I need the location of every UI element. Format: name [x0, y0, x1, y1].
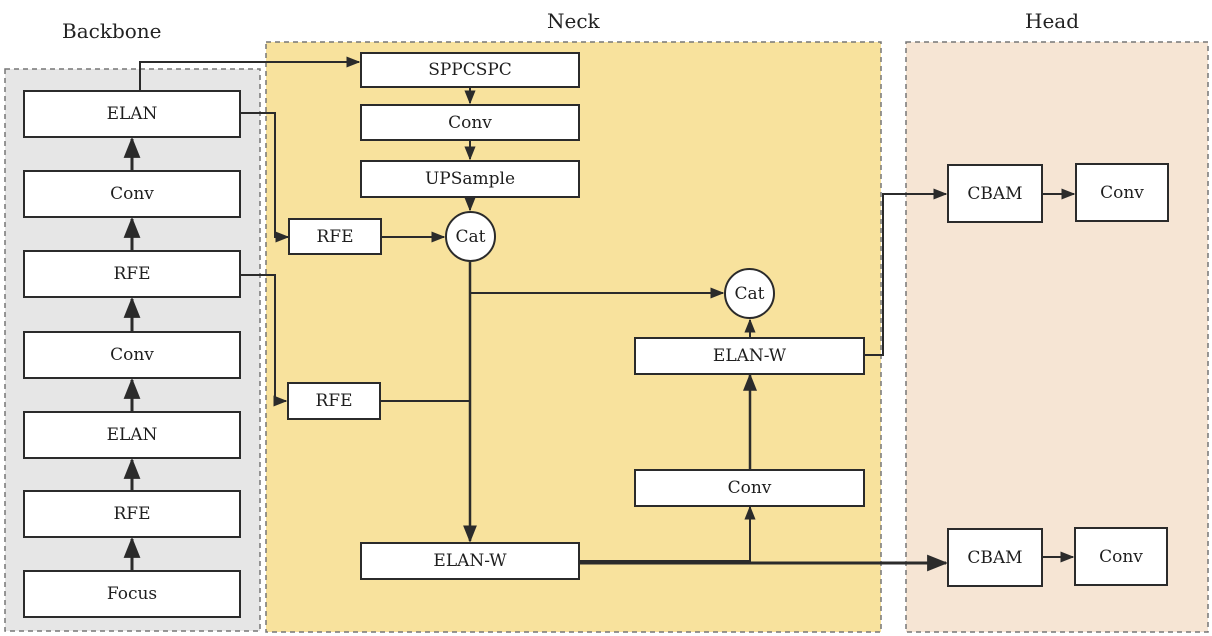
neck-elanw-b-node: ELAN-W	[634, 337, 865, 375]
head-conv-b-node: Conv	[1074, 527, 1168, 586]
backbone-focus-node: Focus	[23, 570, 241, 618]
neck-conv-b-node: Conv	[634, 469, 865, 507]
neck-sppcspc-node: SPPCSPC	[360, 52, 580, 88]
head-cbam-a-node: CBAM	[947, 164, 1043, 223]
backbone-elan-top-node: ELAN	[23, 90, 241, 138]
neck-rfe-a-node: RFE	[288, 218, 382, 255]
backbone-rfe-1-node: RFE	[23, 250, 241, 298]
neck-cat-a-node: Cat	[445, 211, 496, 262]
head-cbam-b-node: CBAM	[947, 528, 1043, 587]
neck-rfe-b-node: RFE	[287, 382, 381, 420]
head-conv-a-node: Conv	[1075, 163, 1169, 222]
edge-elanw-a-conv-b	[579, 505, 756, 562]
edge-elanw-b-cbam-a	[865, 188, 948, 356]
edge-elan-sppcspc	[139, 56, 361, 90]
backbone-title: Backbone	[62, 19, 162, 43]
edge-elan-rfe-a	[241, 112, 290, 243]
backbone-rfe-2-node: RFE	[23, 490, 241, 538]
head-title: Head	[1025, 9, 1080, 33]
neck-title: Neck	[547, 9, 600, 33]
neck-conv-node: Conv	[360, 104, 580, 141]
neck-elanw-a-node: ELAN-W	[360, 542, 580, 580]
neck-cat-b-node: Cat	[724, 268, 775, 319]
backbone-elan-2-node: ELAN	[23, 411, 241, 459]
edge-rfe-rfe-b	[241, 274, 288, 407]
neck-upsample-node: UPSample	[360, 160, 580, 198]
backbone-conv-2-node: Conv	[23, 331, 241, 379]
backbone-conv-1-node: Conv	[23, 170, 241, 218]
